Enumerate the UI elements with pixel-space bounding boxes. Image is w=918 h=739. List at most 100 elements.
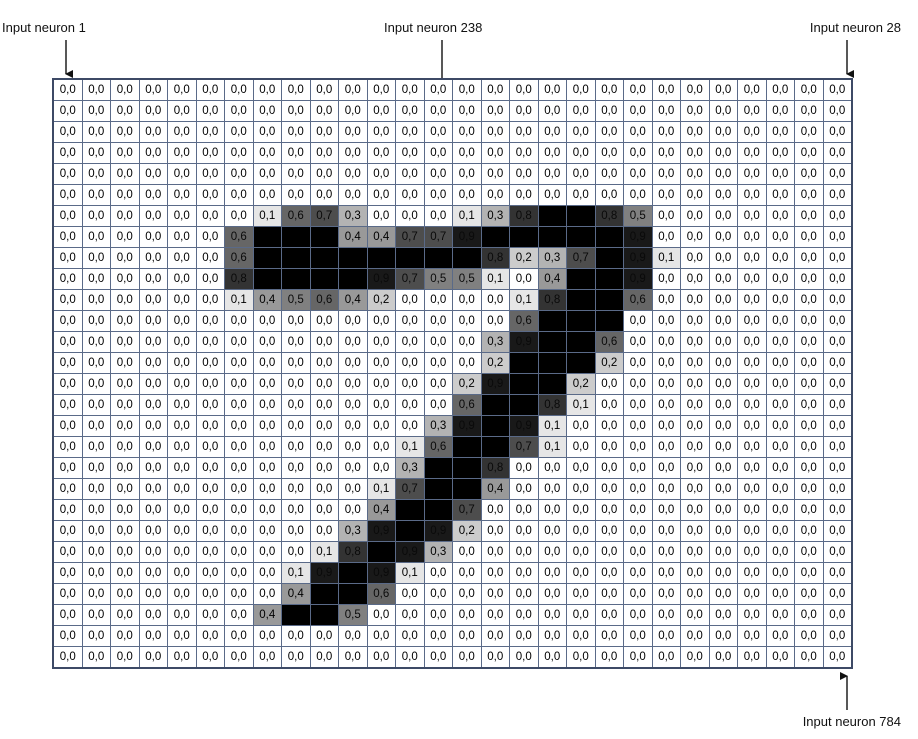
pixel-cell: 0,0 xyxy=(81,394,111,416)
pixel-cell: 0,0 xyxy=(138,142,168,164)
pixel-cell: 0,0 xyxy=(765,310,795,332)
pixel-cell: 0,0 xyxy=(737,415,767,437)
pixel-cell: 0,0 xyxy=(480,163,510,185)
pixel-cell: 0,0 xyxy=(509,184,539,206)
pixel-cell: 0,0 xyxy=(252,562,282,584)
pixel-cell: 1,0 xyxy=(281,226,311,248)
pixel-cell: 0,0 xyxy=(52,142,83,164)
pixel-cell: 1,0 xyxy=(309,268,339,290)
pixel-cell: 0,0 xyxy=(366,646,396,669)
pixel-cell: 0,0 xyxy=(737,247,767,269)
pixel-cell: 0,0 xyxy=(594,373,624,395)
pixel-cell: 0,0 xyxy=(822,499,853,521)
pixel-cell: 0,0 xyxy=(81,478,111,500)
pixel-cell: 0,0 xyxy=(623,121,653,143)
pixel-cell: 1,0 xyxy=(338,583,368,605)
pixel-cell: 0,0 xyxy=(708,100,738,122)
pixel-cell: 0,0 xyxy=(309,625,339,647)
pixel-cell: 0,0 xyxy=(594,415,624,437)
pixel-cell: 0,0 xyxy=(822,310,853,332)
pixel-cell: 0,0 xyxy=(794,457,824,479)
pixel-cell: 1,0 xyxy=(252,247,282,269)
pixel-cell: 0,0 xyxy=(195,394,225,416)
pixel-cell: 0,0 xyxy=(794,331,824,353)
pixel-cell: 0,4 xyxy=(480,478,510,500)
pixel-cell: 0,0 xyxy=(167,562,197,584)
pixel-cell: 0,0 xyxy=(110,415,140,437)
pixel-cell: 0,0 xyxy=(423,373,453,395)
pixel-cell: 0,0 xyxy=(52,268,83,290)
pixel-cell: 0,0 xyxy=(680,583,710,605)
pixel-cell: 0,0 xyxy=(195,289,225,311)
pixel-cell: 0,0 xyxy=(338,394,368,416)
pixel-cell: 0,0 xyxy=(366,373,396,395)
pixel-cell: 0,0 xyxy=(794,625,824,647)
pixel-cell: 0,0 xyxy=(594,625,624,647)
pixel-cell: 0,0 xyxy=(195,436,225,458)
pixel-cell: 0,0 xyxy=(252,478,282,500)
pixel-cell: 0,0 xyxy=(651,625,681,647)
pixel-cell: 0,0 xyxy=(708,499,738,521)
pixel-cell: 0,0 xyxy=(708,184,738,206)
pixel-cell: 0,0 xyxy=(737,520,767,542)
pixel-cell: 0,0 xyxy=(765,163,795,185)
pixel-cell: 0,0 xyxy=(423,562,453,584)
pixel-cell: 0,0 xyxy=(81,625,111,647)
pixel-cell: 0,8 xyxy=(338,541,368,563)
pixel-cell: 0,9 xyxy=(480,373,510,395)
pixel-cell: 1,0 xyxy=(338,247,368,269)
pixel-cell: 0,0 xyxy=(224,457,254,479)
pixel-cell: 0,8 xyxy=(509,205,539,227)
pixel-cell: 0,0 xyxy=(765,562,795,584)
pixel-cell: 0,0 xyxy=(252,646,282,669)
pixel-cell: 0,0 xyxy=(252,163,282,185)
pixel-cell: 0,0 xyxy=(338,478,368,500)
pixel-cell: 0,6 xyxy=(309,289,339,311)
pixel-cell: 0,7 xyxy=(395,226,425,248)
pixel-cell: 0,0 xyxy=(252,373,282,395)
pixel-cell: 0,6 xyxy=(224,226,254,248)
pixel-cell: 0,0 xyxy=(509,142,539,164)
pixel-cell: 0,0 xyxy=(167,289,197,311)
pixel-cell: 0,0 xyxy=(594,394,624,416)
pixel-cell: 0,0 xyxy=(52,289,83,311)
pixel-cell: 0,0 xyxy=(566,163,596,185)
pixel-cell: 0,9 xyxy=(452,415,482,437)
pixel-cell: 0,0 xyxy=(138,625,168,647)
pixel-cell: 0,0 xyxy=(281,541,311,563)
pixel-cell: 0,0 xyxy=(195,499,225,521)
pixel-cell: 0,0 xyxy=(737,331,767,353)
pixel-cell: 0,0 xyxy=(708,541,738,563)
pixel-cell: 0,0 xyxy=(167,478,197,500)
pixel-cell: 0,0 xyxy=(281,436,311,458)
pixel-cell: 0,0 xyxy=(452,184,482,206)
pixel-cell: 0,7 xyxy=(452,499,482,521)
pixel-cell: 0,0 xyxy=(138,436,168,458)
pixel-cell: 0,0 xyxy=(822,562,853,584)
pixel-cell: 0,0 xyxy=(252,100,282,122)
pixel-cell: 0,0 xyxy=(822,163,853,185)
pixel-cell: 0,0 xyxy=(623,331,653,353)
pixel-cell: 0,0 xyxy=(651,78,681,101)
label-input-neuron-1: Input neuron 1 xyxy=(2,20,86,35)
pixel-cell: 0,0 xyxy=(366,457,396,479)
pixel-cell: 0,0 xyxy=(623,373,653,395)
pixel-cell: 0,9 xyxy=(395,541,425,563)
pixel-cell: 0,0 xyxy=(52,121,83,143)
pixel-cell: 0,0 xyxy=(138,562,168,584)
pixel-cell: 0,0 xyxy=(680,394,710,416)
pixel-cell: 0,0 xyxy=(52,541,83,563)
pixel-cell: 0,0 xyxy=(52,646,83,669)
pixel-cell: 0,0 xyxy=(737,478,767,500)
pixel-cell: 0,0 xyxy=(594,646,624,669)
pixel-cell: 0,0 xyxy=(708,457,738,479)
pixel-cell: 0,0 xyxy=(52,100,83,122)
pixel-cell: 0,2 xyxy=(566,373,596,395)
pixel-cell: 0,0 xyxy=(281,499,311,521)
pixel-cell: 1,0 xyxy=(395,247,425,269)
pixel-cell: 0,0 xyxy=(309,373,339,395)
